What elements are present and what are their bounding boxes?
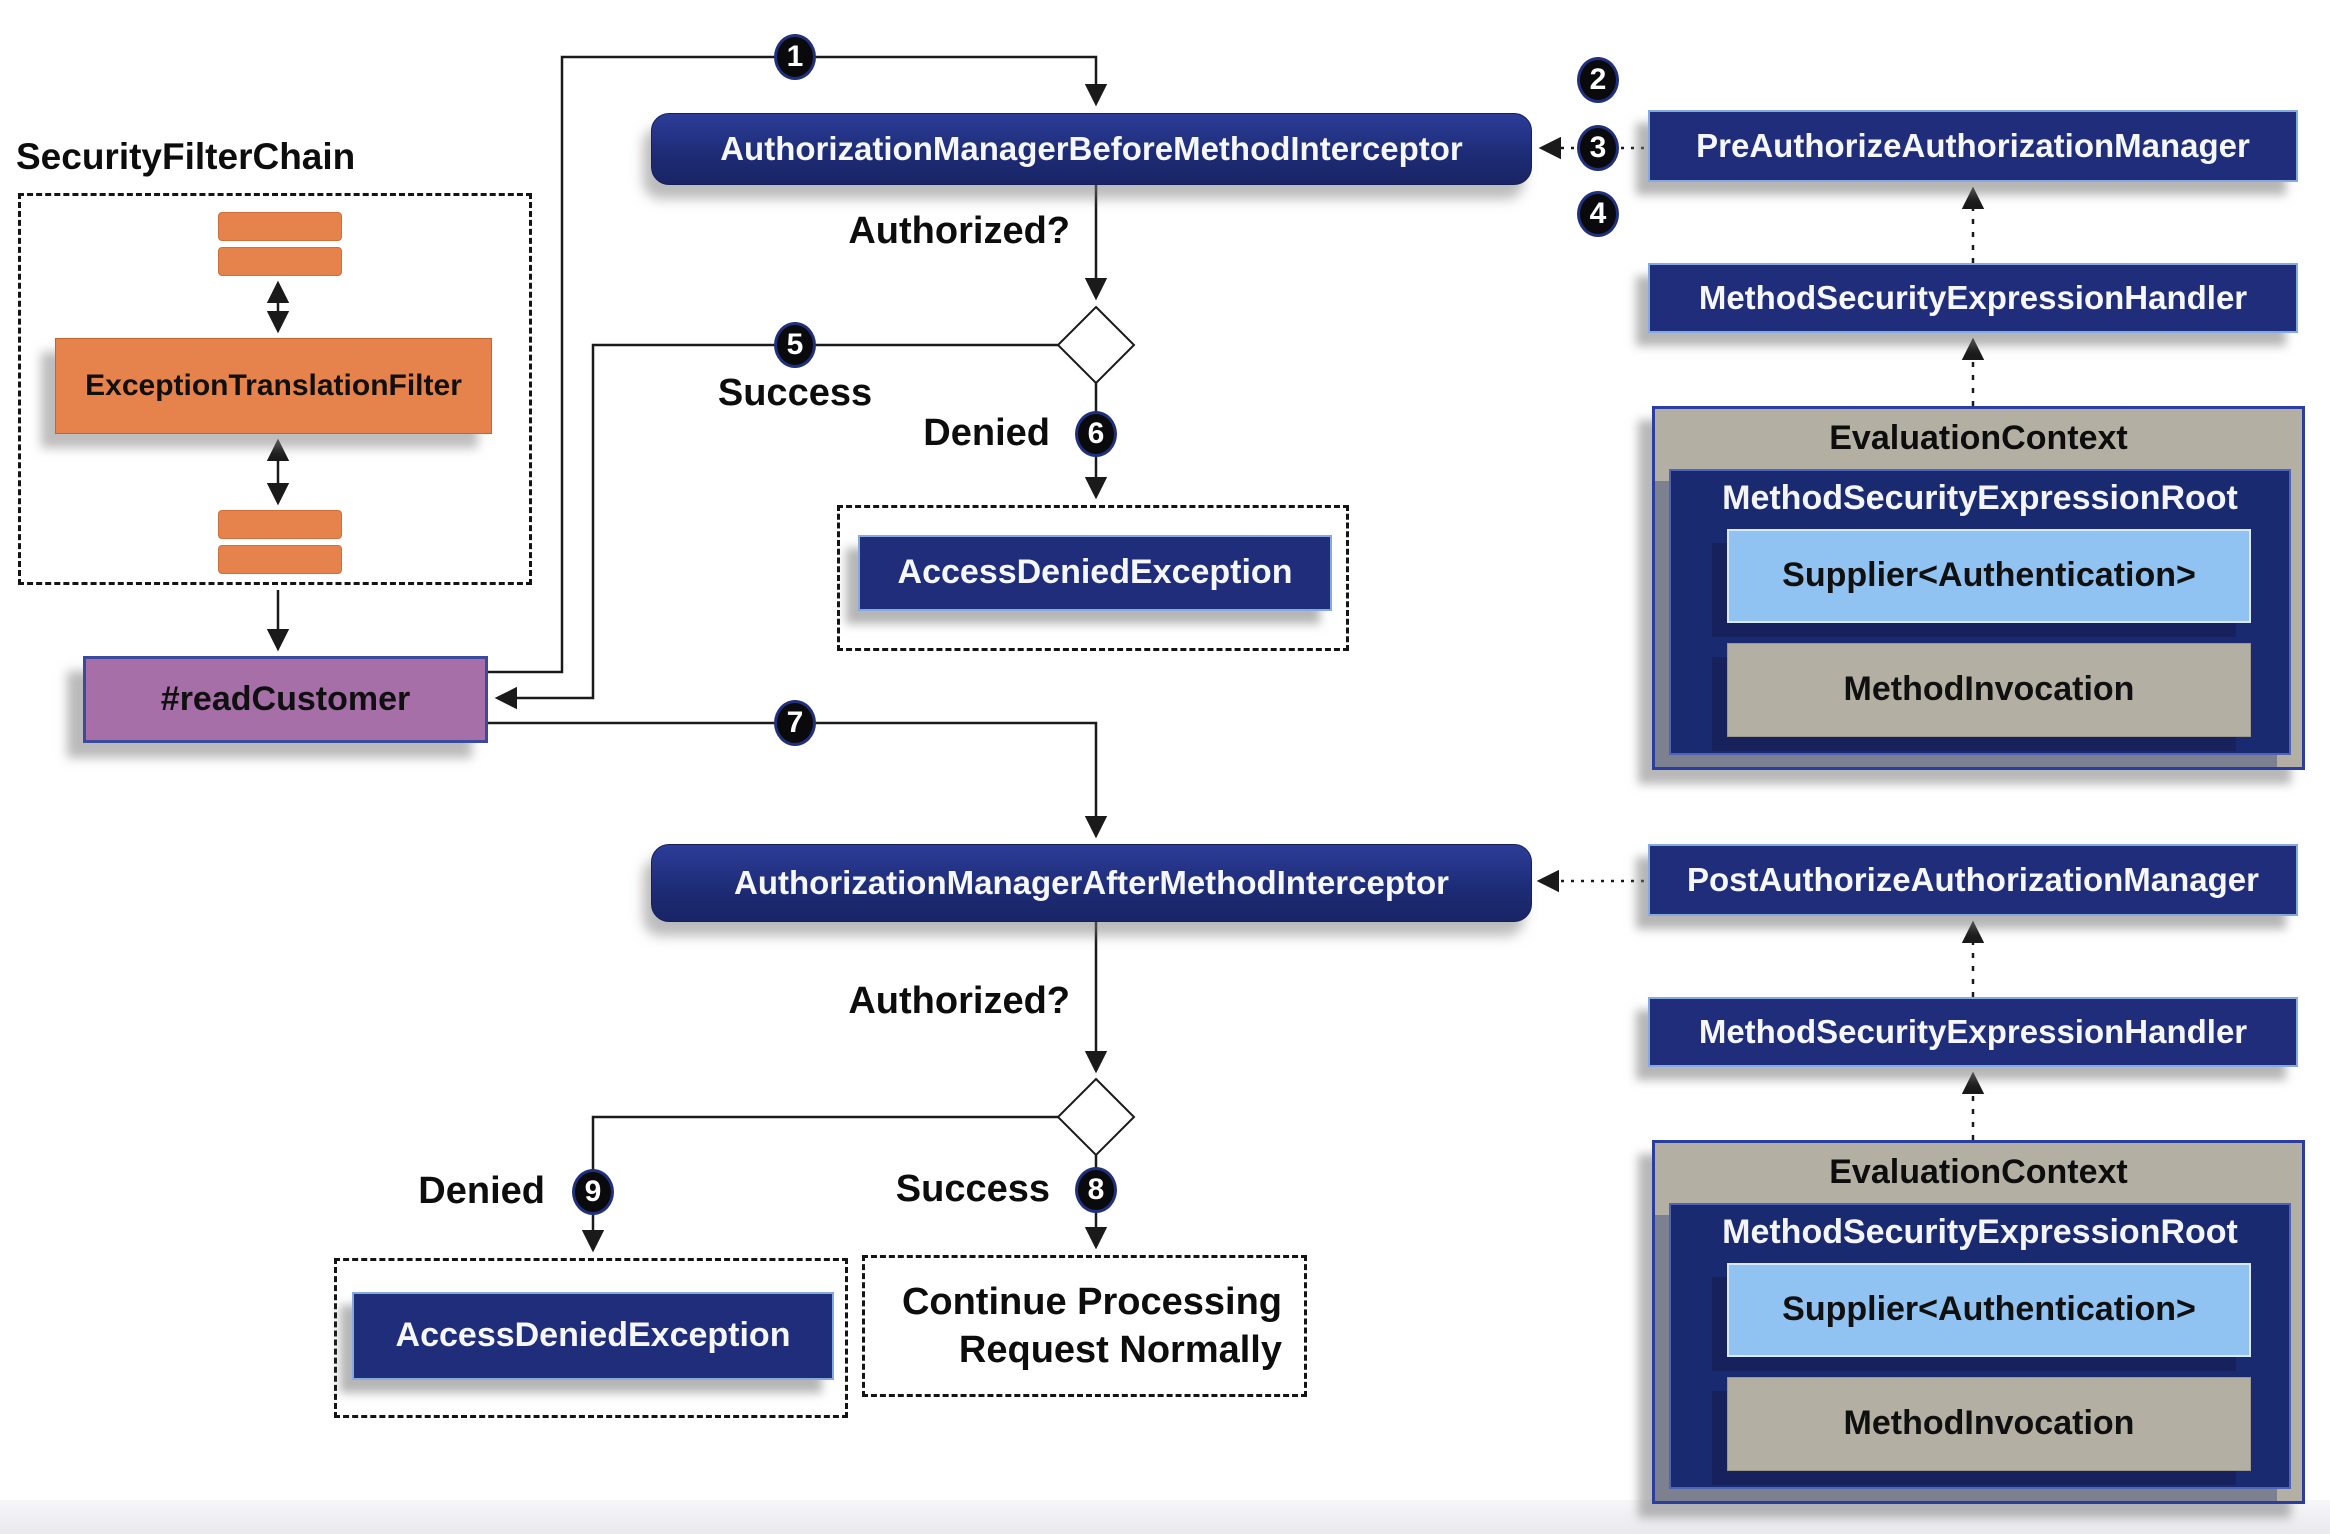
post-authorize-manager-node: PostAuthorizeAuthorizationManager: [1648, 844, 2298, 916]
step-badge-9: 9: [572, 1169, 614, 1215]
step-badge-8: 8: [1075, 1167, 1117, 1213]
supplier-authentication-node-1: Supplier<Authentication>: [1727, 529, 2251, 623]
exception-translation-filter-node: ExceptionTranslationFilter: [55, 338, 492, 434]
step-badge-7: 7: [774, 700, 816, 746]
expression-handler-node-2: MethodSecurityExpressionHandler: [1648, 997, 2298, 1067]
step-badge-3: 3: [1577, 125, 1619, 171]
pre-authorize-manager-node: PreAuthorizeAuthorizationManager: [1648, 110, 2298, 182]
supplier-authentication-node-2: Supplier<Authentication>: [1727, 1263, 2251, 1357]
access-denied-container-1: [837, 505, 1349, 651]
step-badge-1: 1: [774, 34, 816, 80]
access-denied-node-1: AccessDeniedException: [858, 535, 1332, 611]
method-invocation-node-1: MethodInvocation: [1727, 643, 2251, 737]
expression-root-title-2: MethodSecurityExpressionRoot: [1722, 1213, 2238, 1251]
step-badge-4: 4: [1577, 191, 1619, 237]
success-label-2: Success: [895, 1168, 1050, 1210]
access-denied-node-2: AccessDeniedException: [352, 1292, 834, 1380]
continue-processing-line-2: Request Normally: [958, 1329, 1282, 1371]
decision-diamond-2: [1056, 1077, 1136, 1157]
filter-bar: [218, 545, 342, 574]
denied-label-1: Denied: [923, 412, 1050, 454]
authorized-label-2: Authorized?: [848, 980, 1070, 1022]
flow-line-step5-success: [494, 343, 1058, 710]
expression-root-title-1: MethodSecurityExpressionRoot: [1722, 479, 2238, 517]
step-badge-6: 6: [1075, 411, 1117, 457]
page-bottom-strip: [0, 1500, 2330, 1534]
flow-line-step7: [488, 721, 1108, 839]
flow-line-step1: [488, 55, 1108, 674]
decision-diamond-1: [1056, 305, 1136, 385]
expression-handler-node-1: MethodSecurityExpressionHandler: [1648, 263, 2298, 333]
evaluation-context-panel-2: EvaluationContext MethodSecurityExpressi…: [1652, 1140, 2305, 1504]
expression-root-node-1: MethodSecurityExpressionRoot Supplier<Au…: [1669, 469, 2291, 755]
method-invocation-node-2: MethodInvocation: [1727, 1377, 2251, 1471]
continue-processing-line-1: Continue Processing: [901, 1281, 1282, 1323]
read-customer-node: #readCustomer: [83, 656, 488, 743]
expression-root-node-2: MethodSecurityExpressionRoot Supplier<Au…: [1669, 1203, 2291, 1489]
security-filter-chain-box: [18, 193, 532, 585]
filter-bar: [218, 247, 342, 276]
evaluation-context-title-2: EvaluationContext: [1829, 1153, 2128, 1191]
continue-processing-node: Continue Processing Request Normally: [862, 1255, 1307, 1397]
success-label-1: Success: [717, 372, 873, 414]
security-filter-chain-title: SecurityFilterChain: [16, 136, 356, 177]
step-badge-2: 2: [1577, 57, 1619, 103]
evaluation-context-panel-1: EvaluationContext MethodSecurityExpressi…: [1652, 406, 2305, 770]
authorized-label-1: Authorized?: [848, 210, 1070, 252]
denied-label-2: Denied: [418, 1170, 545, 1212]
after-interceptor-node: AuthorizationManagerAfterMethodIntercept…: [651, 844, 1532, 922]
filter-bar: [218, 510, 342, 539]
access-denied-container-2: [334, 1258, 848, 1418]
evaluation-context-title-1: EvaluationContext: [1829, 419, 2128, 457]
step-badge-5: 5: [774, 322, 816, 368]
filter-bar: [218, 212, 342, 241]
before-interceptor-node: AuthorizationManagerBeforeMethodIntercep…: [651, 113, 1532, 185]
